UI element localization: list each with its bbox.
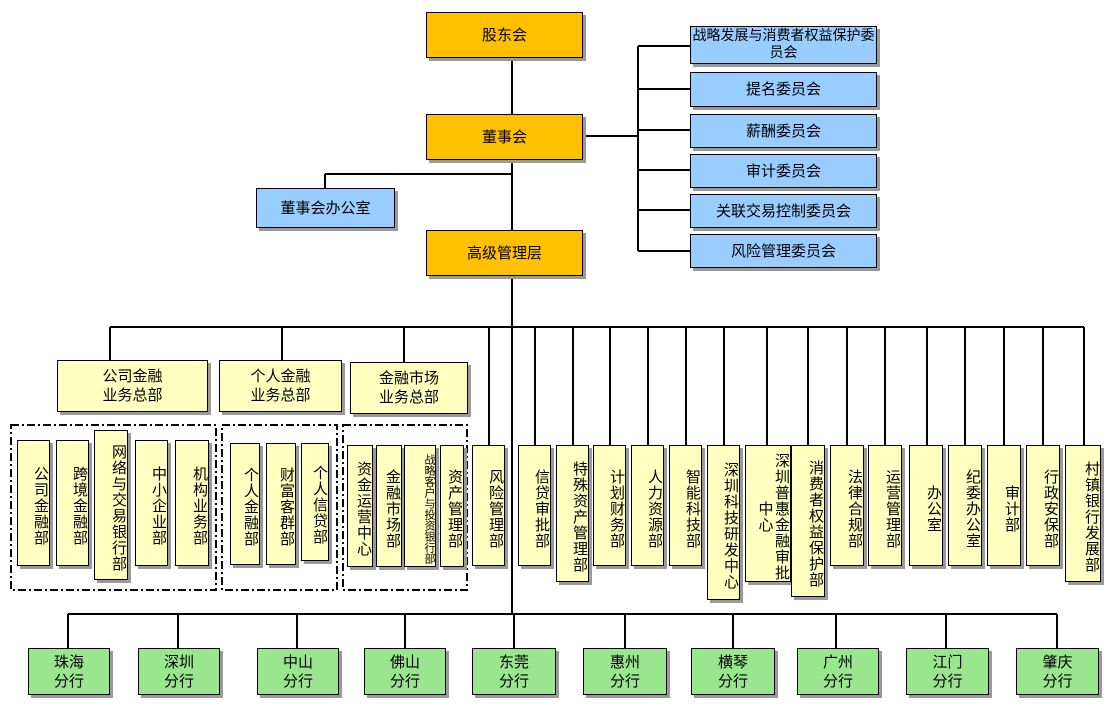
committee-strategy: 战略发展与消费者权益保护委员会 (690, 26, 877, 64)
board-box: 董事会 (426, 114, 583, 160)
branch-zhongshan: 中山 分行 (257, 648, 339, 695)
branch-guangzhou: 广州 分行 (797, 648, 879, 695)
branch-dongguan: 东莞 分行 (472, 648, 556, 695)
dept-asset-management: 资产管理部 (440, 445, 464, 567)
dept-shenzhen-inclusive-approval: 深圳普惠金融审批中心 (745, 445, 791, 582)
dept-cross-border: 跨境金融部 (56, 440, 89, 566)
dept-risk-management: 风险管理部 (472, 445, 505, 566)
dept-planning-finance: 计划财务部 (593, 445, 626, 566)
group-personal-finance: 个人金融 业务总部 (219, 360, 342, 412)
dept-personal-credit: 个人信贷部 (301, 443, 329, 561)
branch-foshan: 佛山 分行 (364, 648, 446, 695)
dept-operations: 运营管理部 (868, 445, 902, 566)
dept-wealth-client: 财富客群部 (266, 443, 296, 565)
dept-sme: 中小企业部 (135, 440, 168, 566)
committee-compensation: 薪酬委员会 (690, 114, 877, 148)
group-corporate-finance: 公司金融 业务总部 (57, 360, 208, 412)
dept-network-transaction-banking: 网络与交易银行部 (94, 430, 128, 580)
dept-village-bank-development: 村镇银行发展部 (1065, 445, 1101, 582)
dept-strategic-investment-banking: 战略客户与投资银行部 (404, 445, 436, 567)
dept-institutional: 机构业务部 (175, 440, 209, 566)
dept-financial-markets: 金融市场部 (376, 445, 402, 567)
committee-audit: 审计委员会 (690, 154, 877, 188)
dept-special-assets: 特殊资产管理部 (556, 445, 589, 582)
dept-shenzhen-rd-center: 深圳科技研发中心 (707, 445, 740, 600)
branch-shenzhen: 深圳 分行 (138, 648, 220, 695)
dept-consumer-protection: 消费者权益保护部 (791, 445, 825, 597)
dept-discipline-office: 纪委办公室 (948, 445, 982, 566)
shareholders-box: 股东会 (426, 12, 583, 58)
branch-huizhou: 惠州 分行 (583, 648, 667, 695)
dept-admin-security: 行政安保部 (1026, 445, 1060, 566)
branch-hengqin: 横琴 分行 (691, 648, 775, 695)
committee-related-party: 关联交易控制委员会 (690, 194, 877, 228)
group-financial-markets: 金融市场 业务总部 (350, 362, 468, 414)
board-office-box: 董事会办公室 (256, 188, 395, 228)
dept-human-resources: 人力资源部 (631, 445, 664, 566)
committee-nomination: 提名委员会 (690, 72, 877, 107)
management-box: 高级管理层 (426, 230, 583, 276)
committee-risk: 风险管理委员会 (690, 234, 877, 268)
dept-credit-approval: 信贷审批部 (518, 445, 551, 566)
dept-personal-finance: 个人金融部 (230, 443, 260, 565)
dept-general-office: 办公室 (909, 445, 943, 566)
dept-treasury-operations: 资金运营中心 (347, 445, 373, 567)
branch-zhuhai: 珠海 分行 (28, 648, 110, 695)
dept-intelligent-tech: 智能科技部 (669, 445, 702, 566)
branch-zhaoqing: 肇庆 分行 (1016, 648, 1099, 695)
branch-jiangmen: 江门 分行 (906, 648, 989, 695)
dept-corporate-finance: 公司金融部 (17, 440, 50, 566)
dept-legal-compliance: 法律合规部 (830, 445, 864, 566)
dept-audit: 审计部 (987, 445, 1021, 566)
